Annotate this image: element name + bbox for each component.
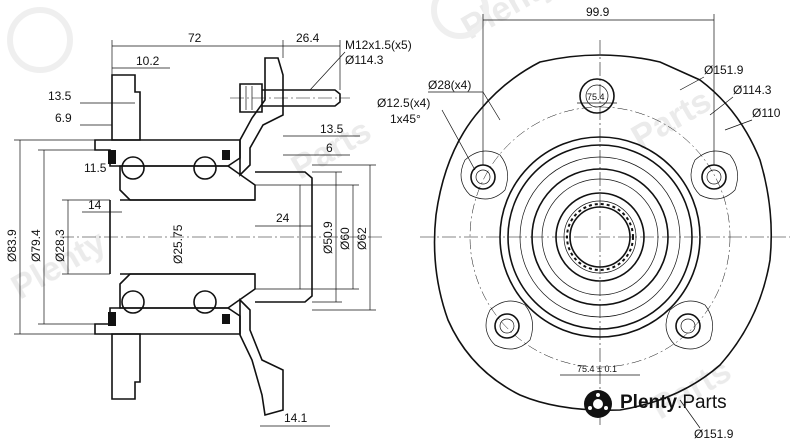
dim-bore-25-75: Ø25.75 [171, 224, 185, 264]
dim-width-99-9: 99.9 [586, 5, 610, 19]
dim-75-4-tolerance: 75.4 ± 0.1 [577, 364, 617, 374]
dim-110: Ø110 [752, 106, 781, 120]
dim-24: 24 [276, 211, 290, 225]
dim-bolt-pcd: Ø114.3 [345, 53, 384, 67]
brand-suffix: Parts [682, 392, 727, 413]
dim-holes-28: Ø28(x4) [428, 78, 471, 92]
dim-holes-12-5: Ø12.5(x4) [377, 96, 430, 110]
dim-od-60: Ø60 [338, 227, 352, 250]
dim-14-1: 14.1 [284, 411, 308, 425]
dim-flange-width: 26.4 [296, 31, 320, 45]
dim-151-9-top: Ø151.9 [704, 63, 744, 77]
spline-teeth [566, 203, 634, 271]
dim-total-length: 72 [188, 31, 202, 45]
brand-logo-text: Plenty.Parts [620, 392, 727, 413]
dim-od-28-3: Ø28.3 [53, 229, 67, 262]
dim-od-62: Ø62 [355, 227, 369, 250]
dim-od-79-4: Ø79.4 [29, 229, 43, 262]
dim-13-5-left: 13.5 [48, 89, 72, 103]
dim-11-5: 11.5 [84, 161, 107, 175]
dim-6-9: 6.9 [55, 111, 72, 125]
dim-od-50-9: Ø50.9 [321, 221, 335, 254]
dim-151-9-bottom: Ø151.9 [694, 427, 734, 441]
dim-114-3: Ø114.3 [733, 83, 772, 97]
front-view: 99.9 75.4 Ø28(x4) Ø12.5(x4) 1x45° Ø151.9… [377, 5, 790, 441]
dim-6: 6 [326, 141, 333, 155]
plenty-parts-logo-icon [584, 390, 612, 418]
dim-pilot-step: 10.2 [136, 54, 160, 68]
brand-name: Plenty [620, 392, 678, 413]
dim-bolt-thread: M12x1.5(x5) [345, 38, 412, 52]
dim-13-5-right: 13.5 [320, 122, 344, 136]
side-section-view: 72 26.4 M12x1.5(x5) Ø114.3 10.2 13.5 6.9… [5, 31, 412, 427]
svg-text:Plenty: Plenty [455, 0, 562, 47]
dim-chamfer: 1x45° [390, 112, 421, 126]
dim-14: 14 [88, 198, 102, 212]
dim-od-83-9: Ø83.9 [5, 229, 19, 262]
dim-75-4-top: 75.4 [587, 92, 605, 102]
